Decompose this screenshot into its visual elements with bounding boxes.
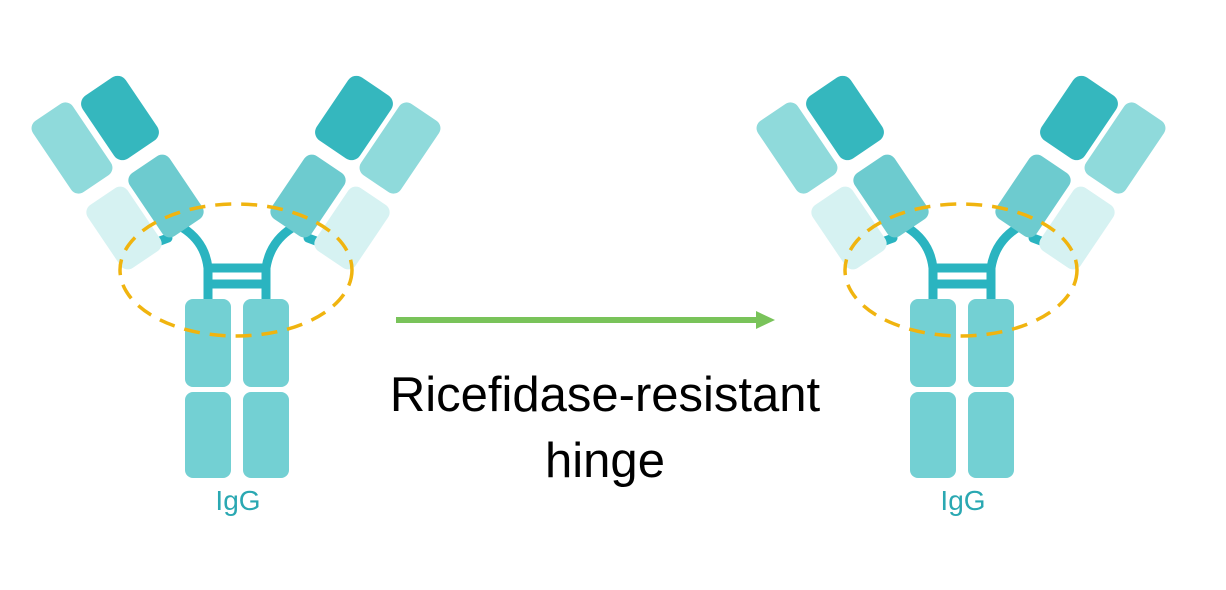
arrow-caption: Ricefidase-resistant hinge [330,362,880,494]
hinge-region-outline-left [118,202,354,338]
antibody-label-right: IgG [940,485,985,516]
antibody-left: IgG [28,72,444,516]
caption-line-2: hinge [545,434,665,488]
hinge-region-outline-right [843,202,1079,338]
antibody-label-left: IgG [215,485,260,516]
antibody-right: IgG [753,72,1169,516]
arrow [396,311,775,329]
caption-line-1: Ricefidase-resistant [389,368,821,422]
